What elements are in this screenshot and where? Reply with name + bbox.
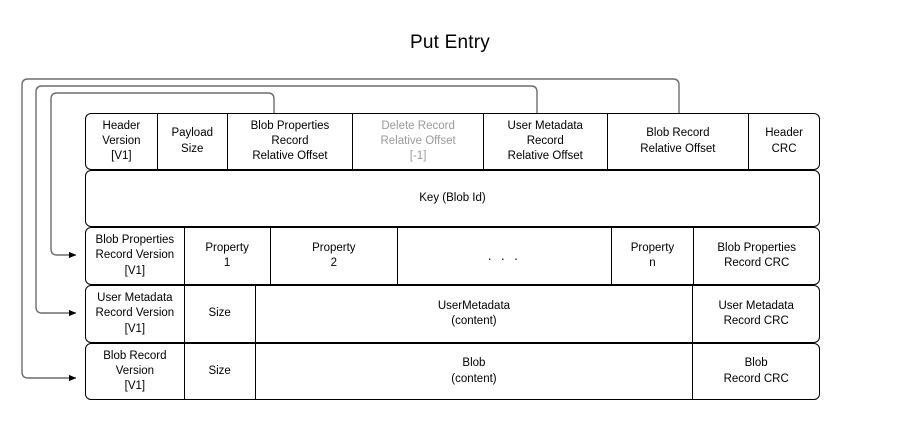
- blob-record-crc[interactable]: Blob Record CRC: [723, 357, 789, 385]
- blob-record-version[interactable]: Blob Record Version [V1]: [86, 344, 185, 399]
- connector-user-metadata-offset: [35, 85, 538, 317]
- header-version[interactable]: Header Version [V1]: [86, 114, 158, 169]
- user-metadata-version[interactable]: User Metadata Record Version [V1]: [86, 286, 185, 342]
- user-metadata-offset[interactable]: User Metadata Record Relative Offset: [484, 114, 608, 169]
- connector-blob-properties-offset: [50, 92, 275, 259]
- user-metadata-row: User Metadata Record Version [V1] Size U…: [85, 285, 820, 343]
- blob-record-size[interactable]: Size: [185, 344, 256, 399]
- payload-size[interactable]: Payload Size: [158, 114, 228, 169]
- blob-properties-offset[interactable]: Blob Properties Record Relative Offset: [228, 114, 354, 169]
- header-crc[interactable]: Header CRC: [765, 127, 803, 155]
- delete-record-offset[interactable]: Delete Record Relative Offset [-1]: [353, 114, 484, 169]
- blob-record-row: Blob Record Version [V1] Size Blob (cont…: [85, 343, 820, 400]
- property-1[interactable]: Property 1: [185, 228, 271, 284]
- key-blob-id[interactable]: Key (Blob Id): [419, 191, 486, 204]
- property-2[interactable]: Property 2: [271, 228, 399, 284]
- connector-blob-record-offset: [21, 78, 680, 382]
- user-metadata-crc[interactable]: User Metadata Record CRC: [718, 299, 794, 327]
- key-row: Key (Blob Id): [85, 170, 820, 227]
- property-n[interactable]: Property n: [612, 228, 695, 284]
- property-ellipsis: . . .: [398, 228, 612, 284]
- blob-properties-version[interactable]: Blob Properties Record Version [V1]: [86, 228, 185, 284]
- blob-properties-row: Blob Properties Record Version [V1] Prop…: [85, 227, 820, 285]
- user-metadata-size[interactable]: Size: [185, 286, 256, 342]
- header-row: Header Version [V1] Payload Size Blob Pr…: [85, 113, 820, 170]
- page-title: Put Entry: [410, 32, 490, 53]
- user-metadata-content[interactable]: UserMetadata (content): [256, 286, 694, 342]
- blob-record-content[interactable]: Blob (content): [256, 344, 694, 399]
- blob-properties-crc[interactable]: Blob Properties Record CRC: [717, 241, 796, 269]
- blob-record-offset[interactable]: Blob Record Relative Offset: [608, 114, 750, 169]
